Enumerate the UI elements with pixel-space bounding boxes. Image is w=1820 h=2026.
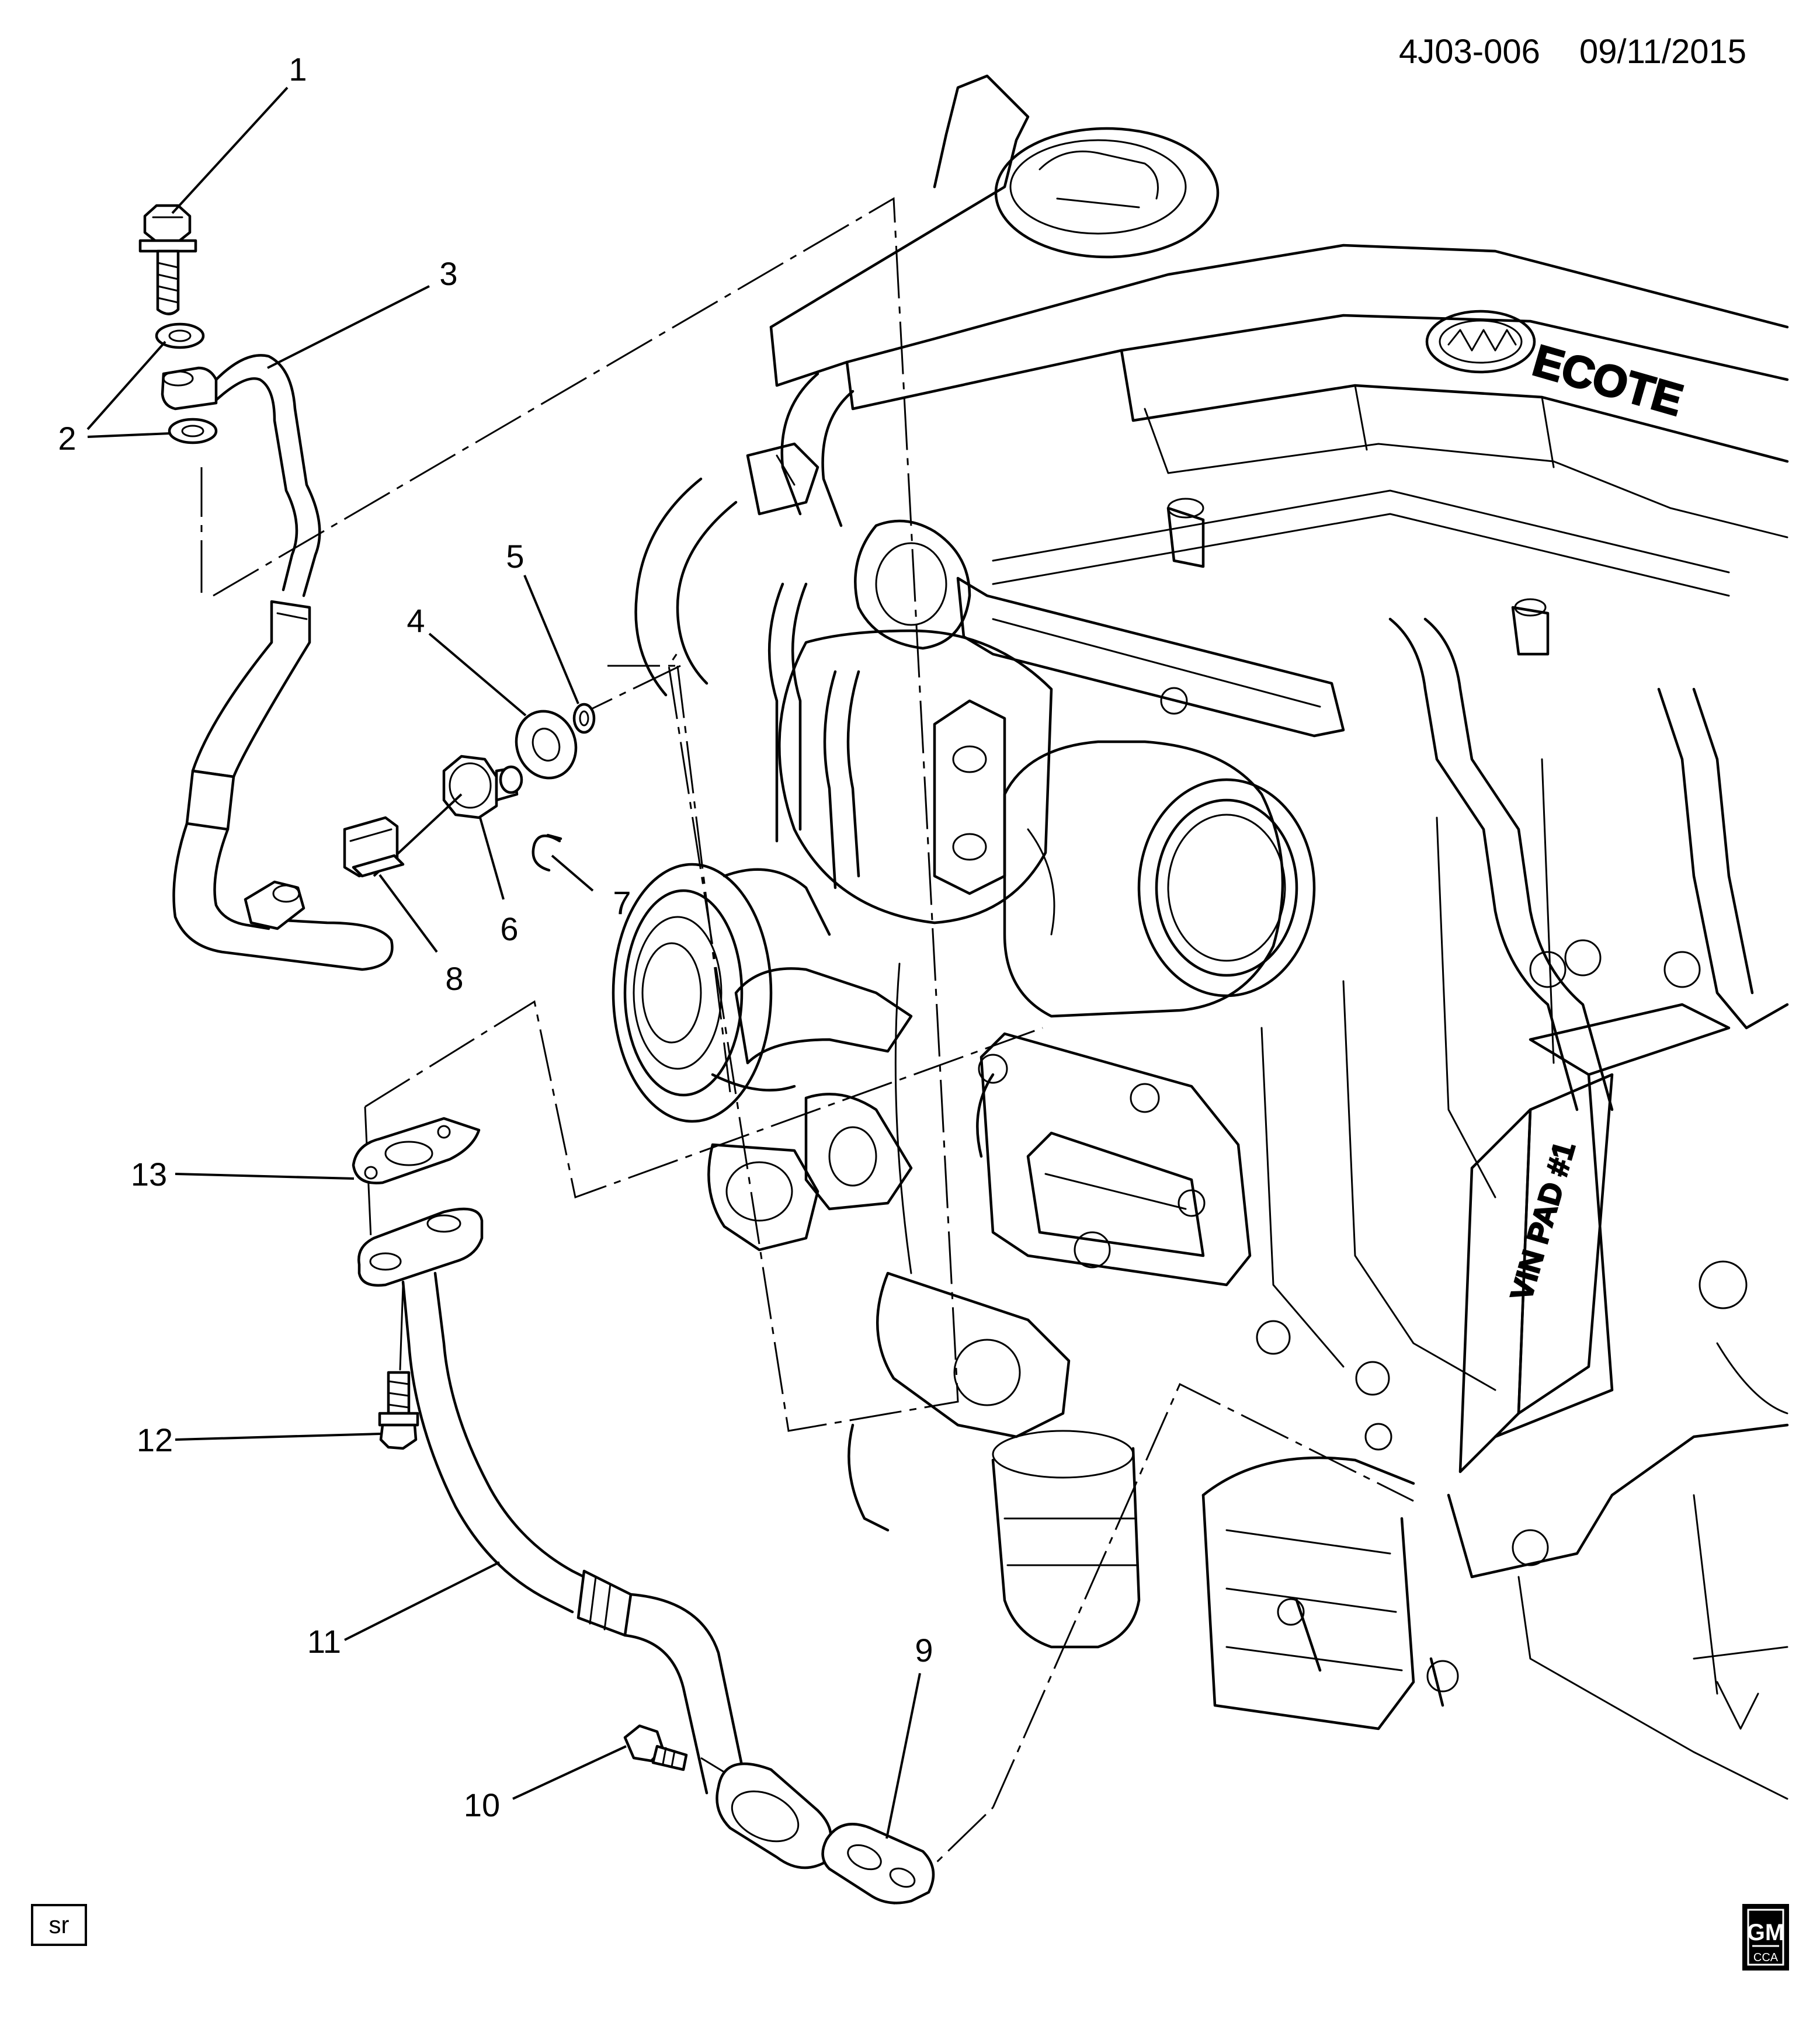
callout-6[interactable]: 6: [479, 817, 519, 947]
engine-cover: ECOTE: [769, 74, 1789, 538]
part-10-flange-bolt[interactable]: [623, 1724, 688, 1771]
callout-12[interactable]: 12: [137, 1422, 381, 1458]
engine-illustration: ECOTE: [612, 74, 1789, 1800]
engine-upper-details: [634, 372, 1730, 889]
oil-cooler-housing: [976, 1032, 1252, 1287]
svg-text:3: 3: [439, 255, 457, 292]
svg-text:4: 4: [407, 602, 425, 639]
gm-logo: GM CCA: [1742, 1904, 1789, 1971]
svg-text:12: 12: [137, 1422, 173, 1458]
turbocharger: [778, 576, 1345, 1018]
part-8-pipe-retainer[interactable]: [343, 816, 405, 878]
part-1-bolt[interactable]: [138, 204, 197, 315]
callout-8[interactable]: 8: [378, 874, 464, 997]
part-9-flange-gasket[interactable]: [821, 1823, 935, 1905]
svg-text:1: 1: [289, 51, 307, 88]
callout-5[interactable]: 5: [506, 538, 579, 704]
figure-date: 09/11/2015: [1579, 33, 1746, 71]
part-5-o-ring[interactable]: [572, 703, 596, 734]
callouts: 1 2 3 4 5 6 7 8: [58, 51, 933, 1839]
callout-1[interactable]: 1: [171, 51, 307, 214]
vin-pad-label: VIN PAD #1: [1505, 1138, 1582, 1305]
part-7-retaining-clip[interactable]: [532, 833, 562, 872]
part-2-washer-lower[interactable]: [168, 418, 218, 444]
svg-text:7: 7: [613, 884, 631, 921]
gm-logo-text: GM: [1747, 1920, 1784, 1945]
callout-7[interactable]: 7: [551, 854, 631, 921]
callout-10[interactable]: 10: [464, 1745, 627, 1823]
part-2-washer-upper[interactable]: [155, 322, 205, 349]
part-12-bolt[interactable]: [378, 1284, 419, 1450]
callout-9[interactable]: 9: [885, 1632, 933, 1839]
engine-front-pulleys: [612, 863, 913, 1252]
part-3-oil-feed-pipe[interactable]: [161, 354, 394, 971]
svg-text:2: 2: [58, 420, 76, 457]
callout-3[interactable]: 3: [267, 255, 458, 369]
svg-text:11: 11: [307, 1623, 341, 1660]
engine-block-lower: [848, 758, 1555, 1730]
svg-text:5: 5: [506, 538, 524, 575]
svg-text:13: 13: [131, 1156, 167, 1193]
gm-logo-subtext: CCA: [1753, 1951, 1779, 1964]
right-side-bracket: VIN PAD #1: [1388, 617, 1789, 1800]
svg-text:8: 8: [445, 960, 463, 997]
part-11-oil-return-pipe[interactable]: [357, 1207, 832, 1869]
part-4-sealing-washer[interactable]: [507, 703, 585, 786]
part-6-pipe-fitting[interactable]: [373, 755, 523, 877]
callout-13[interactable]: 13: [131, 1156, 355, 1193]
svg-text:10: 10: [464, 1787, 500, 1823]
svg-text:6: 6: [500, 911, 518, 947]
corner-tag-box: sr: [31, 1904, 87, 1946]
engine-cover-label: ECOTE: [1527, 336, 1688, 426]
callout-4[interactable]: 4: [407, 602, 527, 717]
oil-filler-cap: [994, 127, 1220, 259]
part-13-gasket[interactable]: [352, 1117, 481, 1184]
corner-tag-text: sr: [49, 1911, 70, 1938]
figure-id: 4J03-006: [1399, 33, 1540, 71]
callout-11[interactable]: 11: [307, 1561, 500, 1660]
svg-text:9: 9: [915, 1632, 933, 1669]
callout-2[interactable]: 2: [58, 340, 171, 457]
